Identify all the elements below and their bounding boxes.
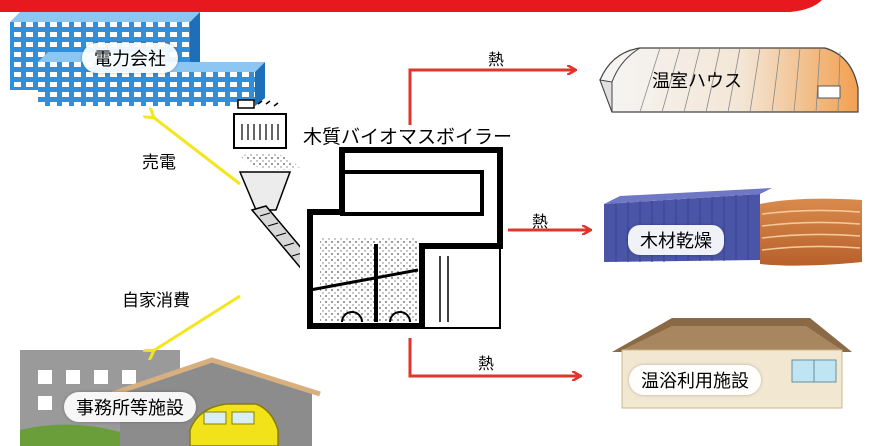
heat-label-bath: 熱 xyxy=(478,354,495,373)
heat-label-lumber: 熱 xyxy=(532,212,549,231)
boiler-title: 木質バイオマスボイラー xyxy=(303,126,513,148)
biomass-boiler-icon xyxy=(233,99,528,334)
self-consumption-label: 自家消費 xyxy=(122,291,190,311)
lumber-drying-label: 木材乾燥 xyxy=(628,225,724,255)
greenhouse-label: 温室ハウス xyxy=(652,71,742,92)
power-company-label: 電力会社 xyxy=(82,43,178,73)
heat-arrow-greenhouse xyxy=(408,70,575,125)
self-consumption-arrow xyxy=(153,294,241,351)
sell-power-label: 売電 xyxy=(142,153,176,173)
power-sale-arrow xyxy=(153,117,241,186)
greenhouse-icon xyxy=(599,47,859,113)
bath-facility-label: 温浴利用施設 xyxy=(629,365,761,395)
heat-label-greenhouse: 熱 xyxy=(488,50,505,69)
office-facility-icon xyxy=(20,350,321,446)
office-facility-label: 事務所等施設 xyxy=(64,392,196,422)
heat-arrow-bath xyxy=(408,338,580,376)
top-banner xyxy=(0,0,822,12)
